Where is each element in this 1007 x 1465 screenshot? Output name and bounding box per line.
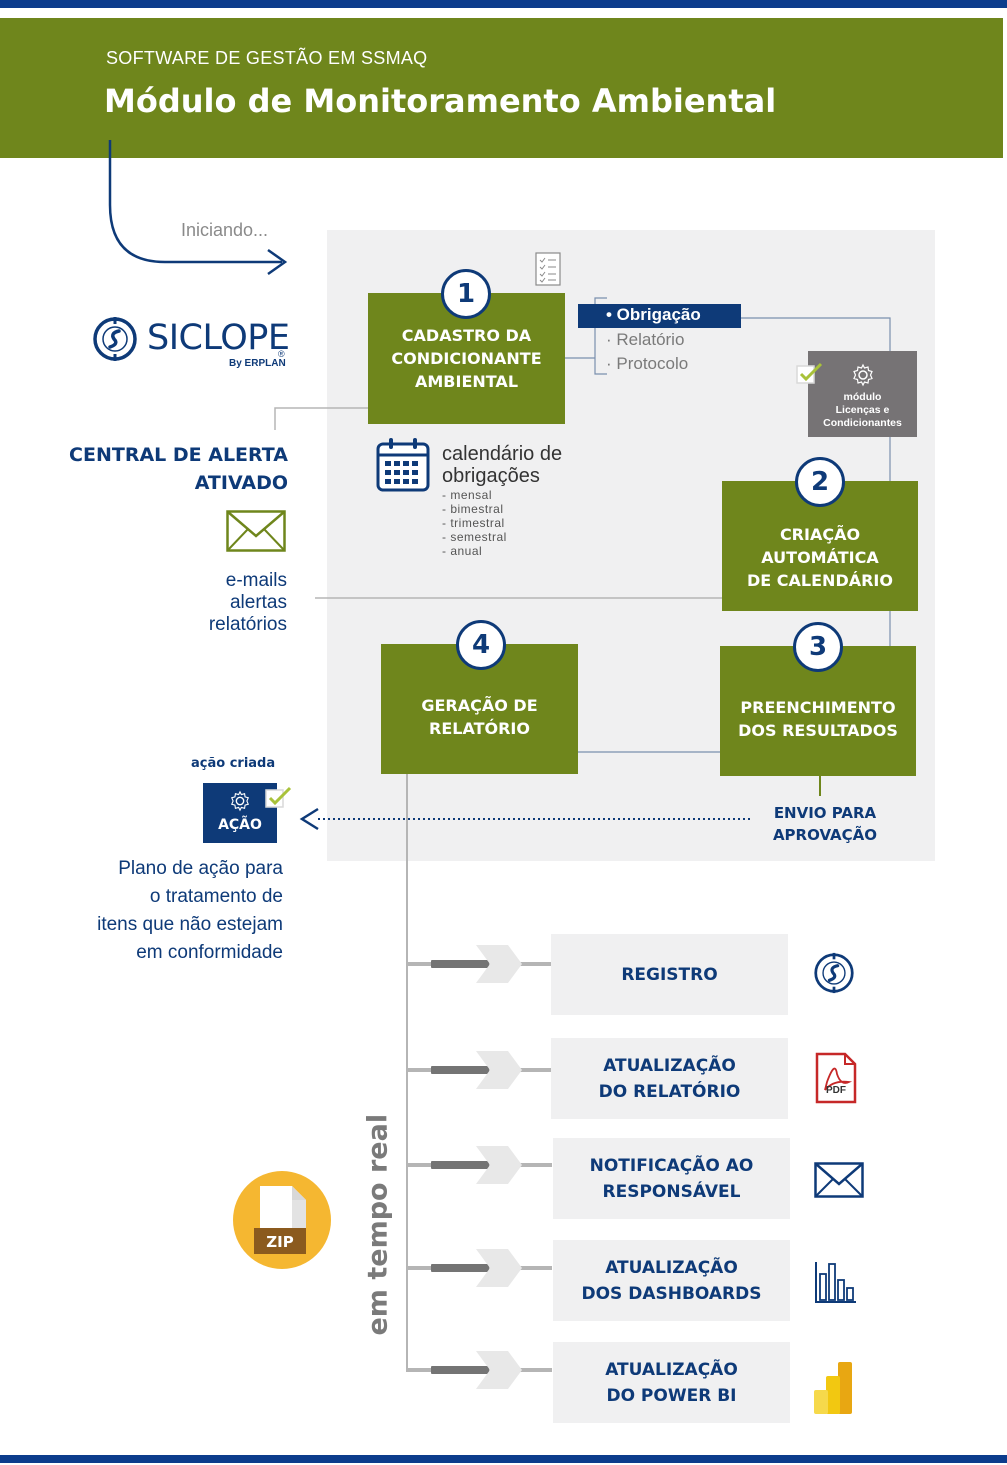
type-obrigacao: • Obrigação bbox=[606, 305, 701, 324]
action-check-icon bbox=[265, 786, 292, 808]
approval-line2: APROVAÇÃO bbox=[772, 826, 878, 844]
approval-label: ENVIO PARA APROVAÇÃO bbox=[752, 802, 898, 846]
relatorio-line1: ATUALIZAÇÃO bbox=[603, 1055, 736, 1076]
power-bi-icon bbox=[814, 1362, 852, 1414]
dashboards-line1: ATUALIZAÇÃO bbox=[605, 1257, 738, 1278]
type-relatorio: · Relatório bbox=[606, 330, 685, 349]
top-border-bar bbox=[0, 0, 1007, 8]
alert-center-title: CENTRAL DE ALERTA ATIVADO bbox=[40, 441, 288, 497]
calendar-title: calendário de obrigações bbox=[442, 443, 562, 487]
step-1-line-2: CONDICIONANTE bbox=[391, 349, 542, 368]
calendar-title-line1: calendário de bbox=[442, 443, 563, 465]
module-line-1: módulo bbox=[843, 391, 882, 403]
bar-chart-icon bbox=[815, 1262, 856, 1303]
step-1-line-3: AMBIENTAL bbox=[414, 372, 519, 391]
step-3-line-2: DOS RESULTADOS bbox=[738, 721, 898, 740]
step-4-line-1: GERAÇÃO DE bbox=[421, 696, 538, 715]
siclope-icon bbox=[814, 952, 854, 994]
step-2-number: 2 bbox=[795, 457, 845, 507]
action-desc-line1: Plano de ação para bbox=[118, 858, 283, 879]
siclope-logo bbox=[92, 316, 138, 367]
powerbi-line1: ATUALIZAÇÃO bbox=[605, 1359, 738, 1380]
period-bimestral: - bimestral bbox=[442, 502, 504, 516]
registro-line1: REGISTRO bbox=[621, 964, 718, 985]
action-desc-line2: o tratamento de bbox=[149, 886, 283, 907]
step-2-box: CRIAÇÃO AUTOMÁTICA DE CALENDÁRIO bbox=[722, 481, 918, 611]
module-gear-icon bbox=[852, 363, 873, 387]
module-licencas-box: módulo Licenças e Condicionantes bbox=[808, 351, 917, 437]
period-mensal: - mensal bbox=[442, 488, 493, 502]
realtime-card-dashboards: ATUALIZAÇÃO DOS DASHBOARDS bbox=[553, 1240, 790, 1321]
approval-line1: ENVIO PARA bbox=[773, 804, 877, 822]
realtime-card-powerbi: ATUALIZAÇÃO DO POWER BI bbox=[553, 1342, 790, 1423]
alert-channel-alerts: alertas bbox=[229, 592, 287, 613]
notificacao-line2: RESPONSÁVEL bbox=[602, 1181, 741, 1202]
step-1-number: 1 bbox=[441, 269, 491, 319]
checklist-icon bbox=[535, 252, 561, 286]
envelope-icon bbox=[814, 1162, 864, 1198]
zip-label: ZIP bbox=[266, 1233, 294, 1251]
action-gear-icon bbox=[230, 790, 250, 812]
period-anual: - anual bbox=[442, 544, 483, 558]
brand-by: By ERPLAN bbox=[229, 358, 286, 369]
type-protocolo: · Protocolo bbox=[606, 354, 689, 373]
step-3-number: 3 bbox=[793, 622, 843, 672]
powerbi-line2: DO POWER BI bbox=[606, 1385, 737, 1406]
step-2-line-1: CRIAÇÃO bbox=[779, 524, 861, 544]
start-label: Iniciando... bbox=[181, 220, 269, 240]
period-semestral: - semestral bbox=[442, 530, 507, 544]
header-subtitle: SOFTWARE DE GESTÃO EM SSMAQ bbox=[106, 48, 428, 68]
brand-registered: ® bbox=[278, 349, 285, 359]
step-2-line-3: DE CALENDÁRIO bbox=[747, 570, 893, 590]
realtime-label: em tempo real bbox=[362, 1113, 394, 1336]
siclope-logo-icon bbox=[93, 317, 137, 361]
dashboards-line2: DOS DASHBOARDS bbox=[581, 1283, 762, 1304]
alert-channel-emails: e-mails bbox=[225, 570, 287, 591]
bottom-border-bar bbox=[0, 1455, 1007, 1463]
step-3-line-1: PREENCHIMENTO bbox=[740, 698, 896, 717]
calendar-icon bbox=[376, 438, 430, 492]
calendar-title-line2: obrigações bbox=[442, 465, 540, 487]
alert-channel-reports: relatórios bbox=[208, 614, 287, 635]
type-obrigacao-highlight bbox=[578, 304, 741, 328]
module-check-icon bbox=[796, 362, 823, 384]
action-caption: ação criada bbox=[191, 756, 276, 771]
calendar-periods: - mensal - bimestral - trimestral - seme… bbox=[442, 488, 507, 558]
step-4-line-2: RELATÓRIO bbox=[429, 719, 530, 738]
page-title: Módulo de Monitoramento Ambiental bbox=[104, 82, 777, 120]
alert-title-line2: ATIVADO bbox=[194, 472, 288, 494]
header-banner bbox=[0, 18, 1003, 158]
alert-title-line1: CENTRAL DE ALERTA bbox=[69, 444, 288, 466]
alert-channels: e-mails alertas relatórios bbox=[120, 570, 287, 636]
relatorio-line2: DO RELATÓRIO bbox=[598, 1081, 741, 1102]
action-description: Plano de ação para o tratamento de itens… bbox=[30, 855, 283, 967]
pdf-icon bbox=[815, 1052, 857, 1104]
module-line-3: Condicionantes bbox=[823, 417, 902, 429]
module-line-2: Licenças e bbox=[835, 404, 890, 416]
action-desc-line4: em conformidade bbox=[136, 942, 283, 963]
step-4-number: 4 bbox=[456, 620, 506, 670]
step-1-line-1: CADASTRO DA bbox=[401, 326, 532, 345]
realtime-card-relatorio: ATUALIZAÇÃO DO RELATÓRIO bbox=[551, 1038, 788, 1119]
realtime-card-notificacao: NOTIFICAÇÃO AO RESPONSÁVEL bbox=[553, 1138, 790, 1219]
notificacao-line1: NOTIFICAÇÃO AO bbox=[589, 1155, 754, 1176]
zip-file-icon bbox=[233, 1171, 331, 1269]
period-trimestral: - trimestral bbox=[442, 516, 505, 530]
step-2-line-2: AUTOMÁTICA bbox=[761, 547, 879, 567]
pdf-icon-label: PDF bbox=[826, 1085, 846, 1096]
action-box: AÇÃO bbox=[203, 783, 277, 843]
alert-envelope-icon bbox=[226, 510, 286, 552]
action-desc-line3: itens que não estejam bbox=[97, 914, 283, 935]
action-label: AÇÃO bbox=[218, 817, 262, 833]
realtime-card-registro: REGISTRO bbox=[551, 934, 788, 1015]
siclope-brand-name: SICLOPE bbox=[147, 318, 290, 358]
